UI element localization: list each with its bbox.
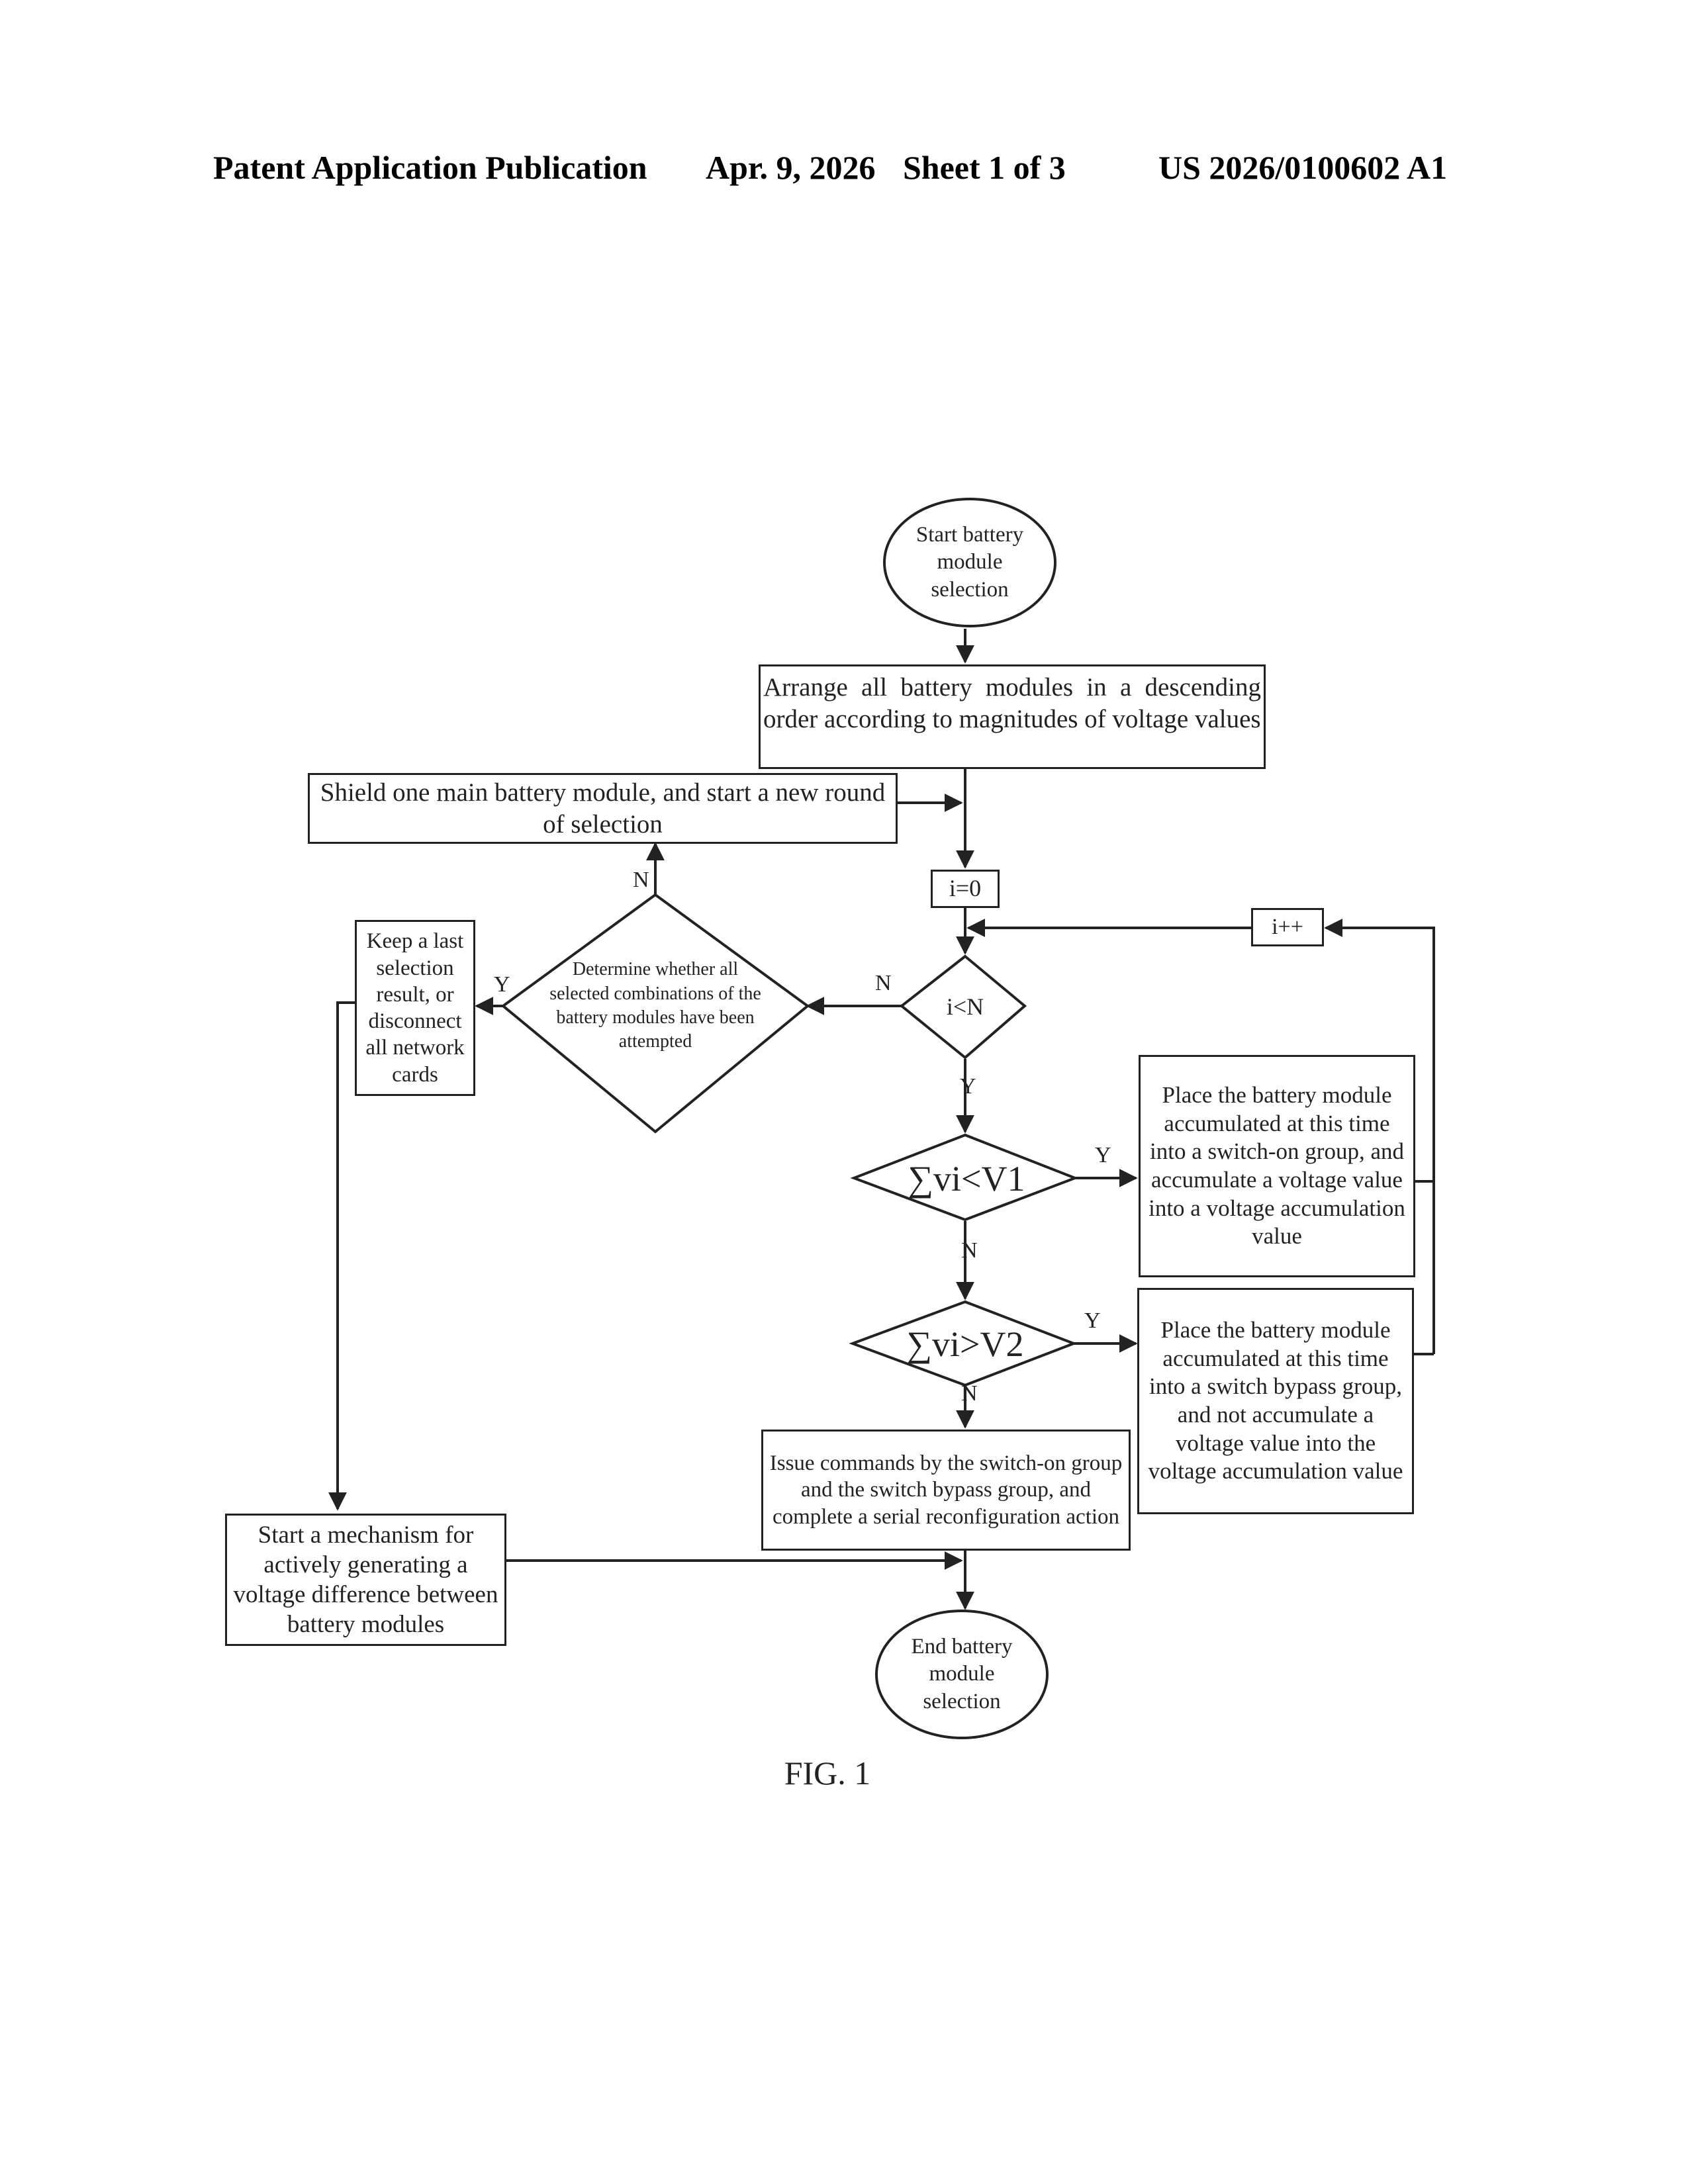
label-n-sumgt: N — [961, 1381, 978, 1407]
place-on-box: Place the battery module accumulated at … — [1139, 1055, 1415, 1277]
issue-box: Issue commands by the switch-on group an… — [761, 1430, 1131, 1551]
label-y-sumlt: Y — [1095, 1142, 1111, 1169]
sum-gt-label: ∑vi>V2 — [879, 1324, 1051, 1365]
label-n-loop: N — [875, 970, 892, 997]
arrange-box: Arrange all battery modules in a descend… — [759, 664, 1266, 769]
start-node: Start battery module selection — [883, 498, 1056, 627]
shield-box: Shield one main battery module, and star… — [308, 773, 898, 844]
place-bypass-box: Place the battery module accumulated at … — [1137, 1288, 1414, 1514]
loop-check-label: i<N — [921, 990, 1009, 1023]
label-y-sumgt: Y — [1084, 1308, 1101, 1334]
figure-label: FIG. 1 — [768, 1754, 887, 1792]
edge-keep-mechanism — [338, 1003, 355, 1509]
label-n-determine: N — [633, 867, 649, 893]
label-n-sumlt: N — [961, 1238, 978, 1264]
determine-label: Determine whether all selected combinati… — [549, 953, 761, 1059]
sum-lt-label: ∑vi<V1 — [880, 1158, 1053, 1199]
keep-box: Keep a last selection result, or disconn… — [355, 920, 475, 1096]
end-node: End battery module selection — [875, 1610, 1049, 1739]
label-y-loop: Y — [960, 1073, 976, 1100]
increment-box: i++ — [1251, 908, 1324, 946]
init-box: i=0 — [931, 870, 1000, 908]
mechanism-box: Start a mechanism for actively generatin… — [225, 1514, 506, 1646]
label-y-determine: Y — [494, 972, 510, 998]
